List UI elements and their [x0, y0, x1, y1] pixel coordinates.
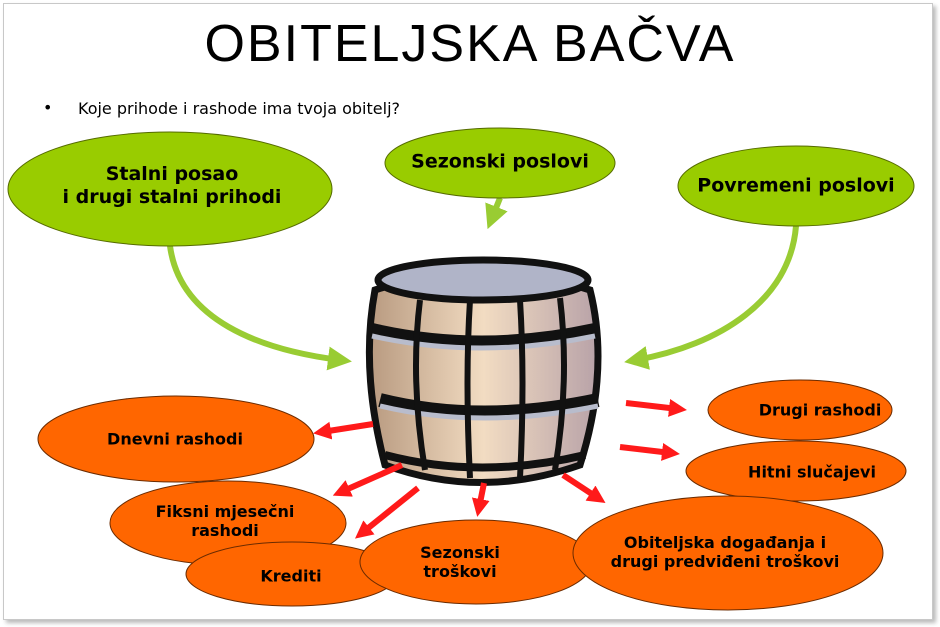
income-bubble-povremeni: [677, 145, 915, 227]
arrow-expense-6: [471, 482, 490, 517]
arrow-expense-4: [332, 462, 404, 497]
label-line: i drugi stalni prihodi: [62, 186, 282, 208]
expense-bubble-dnevni: [37, 395, 315, 483]
expense-label-krediti: Krediti: [260, 566, 322, 586]
arrow-expense-2: [625, 399, 687, 417]
slide-title: OBITELJSKA BAČVA: [204, 15, 736, 73]
label-line: drugi predviđeni troškovi: [610, 552, 840, 571]
label-line: Sezonski: [420, 542, 500, 562]
arrow-expense-3: [619, 443, 680, 461]
income-label-povremeni: Povremeni poslovi: [697, 174, 895, 197]
arrow-income-2: [485, 196, 508, 230]
expense-label-hitni: Hitni slučajevi: [748, 462, 876, 482]
bullet-point-icon: •: [43, 98, 53, 117]
income-label-sezonski: Sezonski poslovi: [411, 150, 589, 173]
arrow-expense-5: [354, 485, 420, 539]
arrow-income-3: [624, 225, 799, 370]
label-line: troškovi: [423, 562, 497, 581]
income-bubble-sezonski: [384, 127, 616, 199]
expense-bubble-drugi: [707, 379, 893, 441]
arrow-expense-1: [313, 421, 374, 440]
barrel-illustration: [365, 256, 602, 486]
expense-label-dnevni: Dnevni rashodi: [107, 429, 243, 449]
label-line: Obiteljska događanja i: [623, 532, 827, 552]
expense-label-drugi: Drugi rashodi: [758, 400, 882, 420]
income-bubble-stalni: [7, 131, 333, 247]
expense-bubble-obiteljska: [572, 495, 884, 611]
slide-frame: [3, 3, 933, 620]
arrow-expense-7: [561, 472, 606, 503]
expense-bubble-hitni: [685, 440, 907, 502]
label-line: Stalni posao: [105, 163, 239, 186]
bullet-question: Koje prihode i rashode ima tvoja obitelj…: [78, 99, 400, 118]
label-line: rashodi: [191, 521, 259, 540]
label-line: Fiksni mjesečni: [155, 501, 295, 521]
arrow-income-1: [167, 245, 352, 371]
